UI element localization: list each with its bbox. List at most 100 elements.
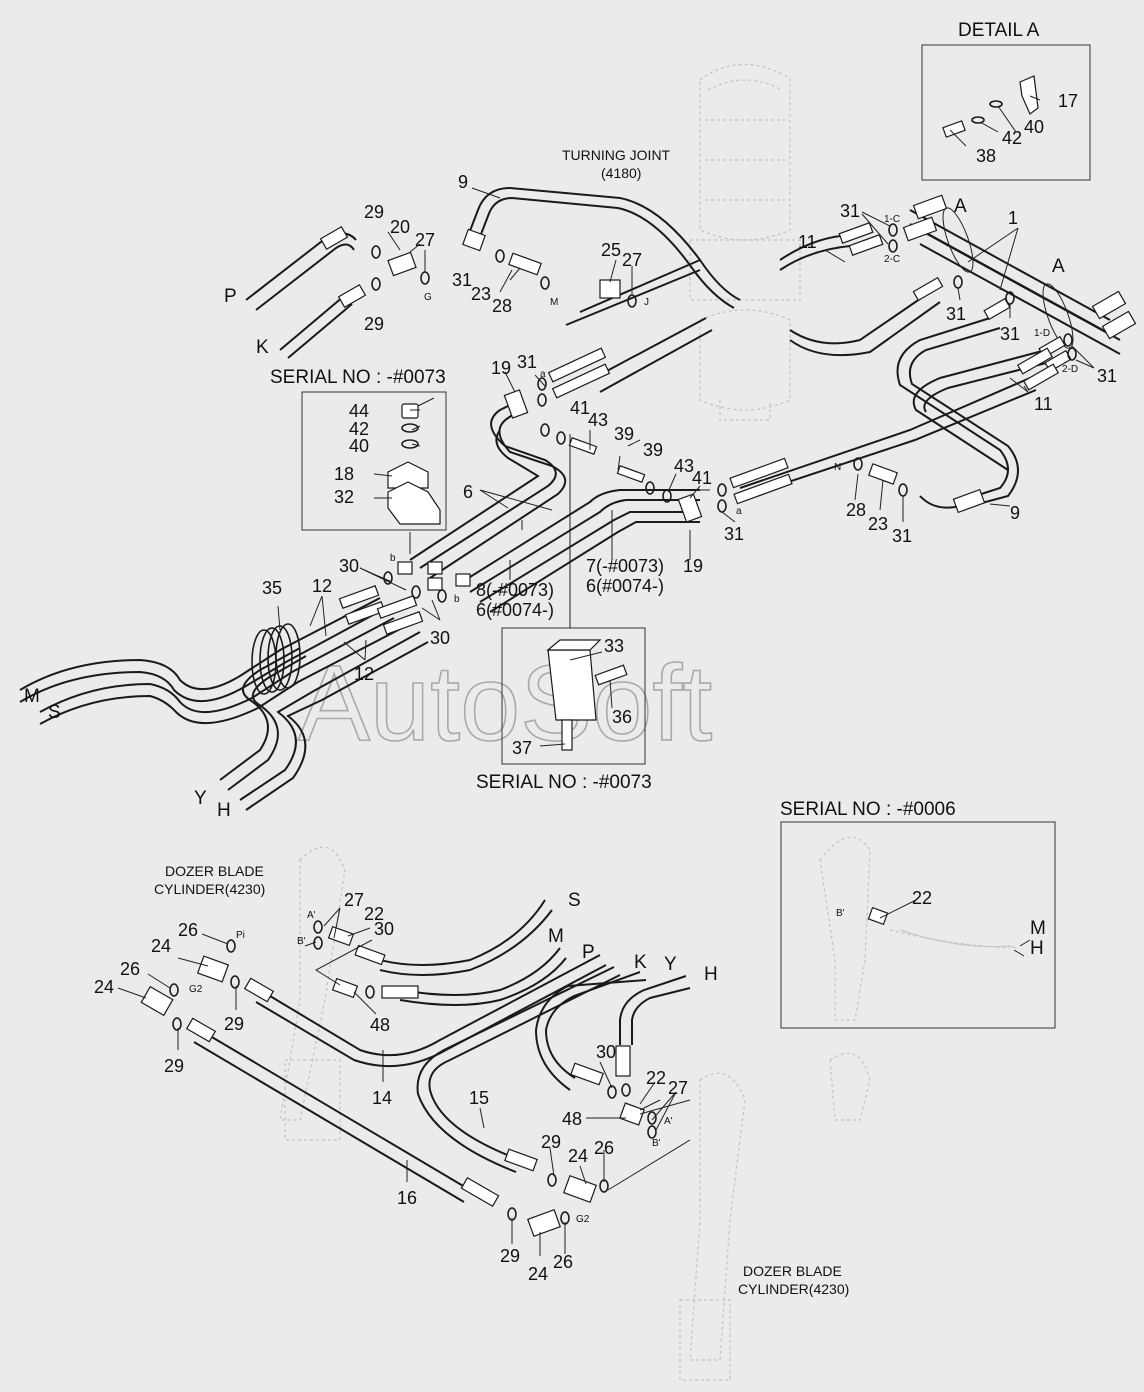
line-letter-s: S [48, 702, 61, 723]
line-letter-h: H [217, 800, 231, 821]
part-number: 43 [588, 410, 608, 430]
part-number: 31 [1000, 324, 1020, 344]
line-letter-m-serial: M [1030, 918, 1046, 939]
captions: DETAIL A TURNING JOINT (4180) SERIAL NO … [154, 20, 1040, 1297]
port-label-g2-right: G2 [576, 1214, 590, 1225]
part-number: 27 [668, 1078, 688, 1098]
part-number: 37 [512, 738, 532, 758]
part-number: 42 [349, 419, 369, 439]
part-number: 29 [364, 314, 384, 334]
part-number: 23 [868, 514, 888, 534]
caption-turning-joint: TURNING JOINT [562, 147, 671, 163]
part-number: 30 [596, 1042, 616, 1062]
part-number: 41 [570, 398, 590, 418]
part-number: 36 [612, 707, 632, 727]
part-number: 22 [912, 888, 932, 908]
part-number: 9 [458, 172, 468, 192]
port-label-bprime-right: B' [652, 1138, 661, 1149]
port-label-2d: 2-D [1062, 364, 1078, 375]
part-number: 27 [622, 250, 642, 270]
part-number: 11 [798, 232, 817, 252]
line-letter-m: M [24, 686, 40, 707]
part-number: 27 [344, 890, 364, 910]
caption-dozer-cylinder-right: DOZER BLADE [743, 1263, 842, 1279]
part-number: 40 [349, 436, 369, 456]
line-letter-p: P [224, 286, 237, 307]
part-number: 28 [492, 296, 512, 316]
part-number: 8(-#0073) [476, 580, 554, 600]
part-number: 26 [594, 1138, 614, 1158]
port-label-g2-left: G2 [189, 984, 203, 995]
port-label-g: G [424, 292, 432, 303]
caption-dozer-cylinder-left: DOZER BLADE [165, 863, 264, 879]
part-number: 29 [164, 1056, 184, 1076]
part-number: 24 [528, 1264, 548, 1284]
part-number: 19 [491, 358, 511, 378]
part-number: 14 [372, 1088, 392, 1108]
part-number: 22 [364, 904, 384, 924]
line-letters: P K M S Y H A A S M P K Y H M H [24, 196, 1065, 985]
part-number: 26 [178, 920, 198, 940]
port-label-1c: 1-C [884, 214, 900, 225]
port-label-a-upper: a [540, 369, 546, 380]
port-label-pi: Pi [236, 930, 245, 941]
port-label-b-left: b [390, 553, 396, 564]
line-letter-y: Y [194, 788, 207, 809]
line-letter-s-lower: S [568, 890, 581, 911]
dozer-cylinder-left-outline [279, 846, 346, 1141]
part-number: 6 [463, 482, 473, 502]
part-number: 15 [469, 1088, 489, 1108]
line-letter-p-lower: P [582, 942, 595, 963]
part-number: 48 [370, 1015, 390, 1035]
serial-box-0006 [780, 821, 1056, 1029]
part-number: 27 [415, 230, 435, 250]
part-number: 6(#0074-) [586, 576, 664, 596]
caption-serial-clamp: SERIAL NO : -#0073 [270, 367, 446, 388]
part-number: 7(-#0073) [586, 556, 664, 576]
part-number: 17 [1058, 91, 1078, 111]
part-number: 40 [1024, 117, 1044, 137]
caption-serial-0006: SERIAL NO : -#0006 [780, 799, 956, 820]
part-numbers: 17 40 42 38 9 29 20 27 29 31 23 28 25 27… [94, 91, 1117, 1284]
port-label-m: M [550, 297, 558, 308]
part-number: 31 [517, 352, 537, 372]
part-number: 11 [1034, 394, 1053, 414]
part-number: 31 [452, 270, 472, 290]
port-label-2c: 2-C [884, 254, 900, 265]
part-number: 31 [1097, 366, 1117, 386]
part-number: 29 [541, 1132, 561, 1152]
part-number: 25 [601, 240, 621, 260]
part-number: 39 [643, 440, 663, 460]
part-number: 29 [364, 202, 384, 222]
part-number: 22 [646, 1068, 666, 1088]
caption-dozer-cylinder-left-ref: CYLINDER(4230) [154, 881, 265, 897]
part-number: 42 [1002, 128, 1022, 148]
line-letter-y-lower: Y [664, 954, 677, 975]
part-number: 6(#0074-) [476, 600, 554, 620]
part-number: 30 [339, 556, 359, 576]
part-number: 16 [397, 1188, 417, 1208]
port-label-j: J [644, 297, 649, 308]
part-number: 26 [120, 959, 140, 979]
port-label-n: N [834, 462, 841, 473]
port-labels: G M J N 1-C 2-C 1-D 2-D a a b b Pi G2 G2… [189, 214, 1078, 1225]
part-number: 12 [312, 576, 332, 596]
line-letter-h-lower: H [704, 964, 718, 985]
part-number: 30 [374, 919, 394, 939]
port-label-aprime-right: A' [664, 1116, 673, 1127]
part-number: 24 [94, 977, 114, 997]
port-label-1d: 1-D [1034, 328, 1050, 339]
part-number: 29 [500, 1246, 520, 1266]
line-letter-k: K [256, 337, 269, 358]
port-label-a-lower: a [736, 506, 742, 517]
part-number: 28 [846, 500, 866, 520]
part-number: 23 [471, 284, 491, 304]
part-number: 48 [562, 1109, 582, 1129]
part-number: 26 [553, 1252, 573, 1272]
part-number: 31 [724, 524, 744, 544]
serial-box-clamp [301, 391, 447, 531]
part-number: 12 [354, 664, 374, 684]
part-number: 44 [349, 401, 369, 421]
part-number: 35 [262, 578, 282, 598]
